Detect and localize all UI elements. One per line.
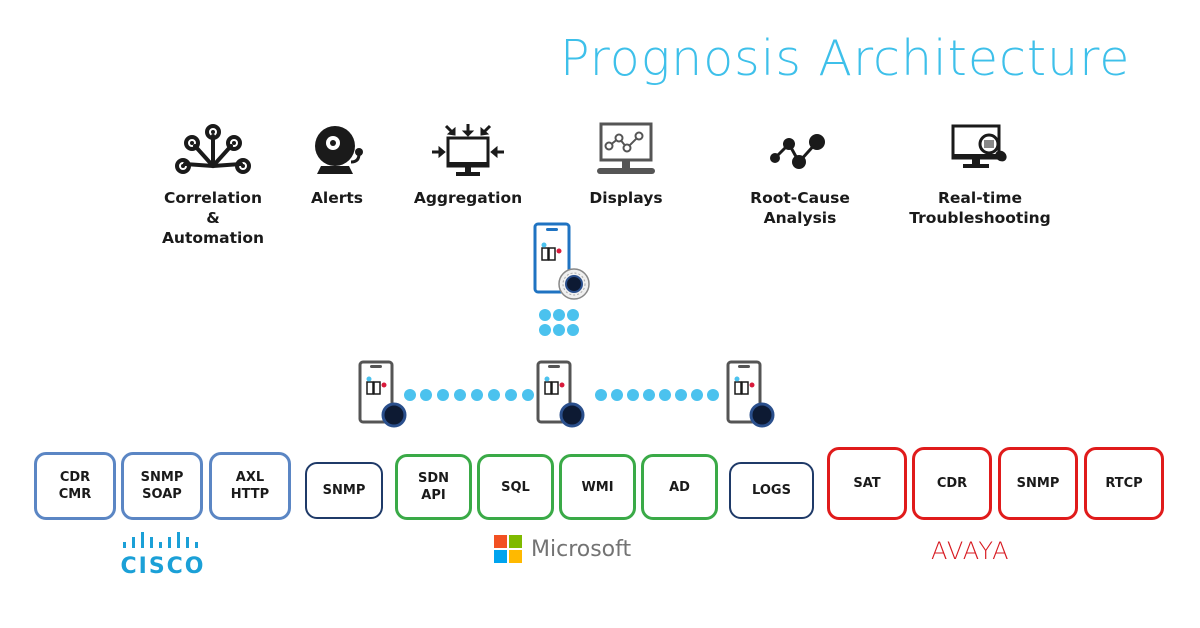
protocol-box-ms-ad: AD (641, 454, 718, 520)
protocol-label: CDR (936, 476, 968, 491)
protocol-box-ms-wmi: WMI (559, 454, 636, 520)
feature-label: Root-Cause Analysis (750, 189, 850, 227)
monitor-arrows-in-icon (432, 124, 504, 176)
protocol-box-avaya-sat: SAT (827, 447, 907, 520)
protocol-box-avaya-rtcp: RTCP (1084, 447, 1164, 520)
bell-icon (315, 126, 363, 174)
cisco-logo: CISCO (118, 532, 208, 579)
protocol-box-cisco-axl-http: AXL HTTP (209, 452, 291, 520)
feature-label: Real-time Troubleshooting (909, 189, 1051, 227)
connector-dot (539, 324, 551, 336)
connector-dot (659, 389, 671, 401)
feature-label: Displays (589, 189, 663, 207)
connector-dot (420, 389, 432, 401)
central-server-device-icon (533, 222, 590, 300)
connector-dot (505, 389, 517, 401)
protocol-label: SNMP SOAP (140, 470, 184, 502)
microsoft-squares-icon (494, 535, 522, 563)
microsoft-logo: Microsoft (494, 535, 631, 564)
connected-nodes-icon (770, 134, 825, 169)
connector-dot (611, 389, 623, 401)
connector-dot (627, 389, 639, 401)
avaya-wordmark: AVAYA (931, 537, 1010, 565)
protocol-box-ms-sdn-api: SDN API (395, 454, 472, 520)
connector-dot (643, 389, 655, 401)
protocol-box-ms-sql: SQL (477, 454, 554, 520)
protocol-label: CDR CMR (58, 470, 92, 502)
protocol-box-cisco-snmp-soap: SNMP SOAP (121, 452, 203, 520)
connector-dot (454, 389, 466, 401)
connector-dot (691, 389, 703, 401)
protocol-label: LOGS (752, 483, 791, 498)
avaya-logo: AVAYA (931, 537, 1010, 565)
connector-dot (675, 389, 687, 401)
protocol-label: SDN API (417, 471, 450, 503)
cisco-bars-icon (123, 532, 198, 548)
monitor-line-chart-icon (597, 122, 655, 174)
feature-label: Correlation & Automation (161, 189, 265, 247)
protocol-box-snmp: SNMP (305, 462, 383, 519)
protocol-label: AD (669, 479, 690, 495)
protocol-label: SNMP (1016, 476, 1060, 491)
connector-dot (522, 389, 534, 401)
microsoft-wordmark: Microsoft (531, 537, 632, 562)
protocol-box-avaya-cdr: CDR (912, 447, 992, 520)
protocol-label: WMI (581, 479, 614, 495)
feature-correlation-automation: Correlation & Automation (133, 122, 293, 248)
page-title: Prognosis Architecture (560, 30, 1131, 87)
connector-dot (595, 389, 607, 401)
connector-dot (567, 309, 579, 321)
protocol-box-cisco-cdr-cmr: CDR CMR (34, 452, 116, 520)
collector-device-right-icon (726, 360, 775, 428)
protocol-label: SQL (501, 479, 530, 495)
feature-aggregation: Aggregation (388, 122, 548, 208)
cisco-wordmark: CISCO (120, 554, 206, 579)
protocol-box-avaya-snmp: SNMP (998, 447, 1078, 520)
protocol-label: SAT (853, 476, 881, 491)
connector-dot (539, 309, 551, 321)
connector-dot (553, 324, 565, 336)
collector-device-left-icon (358, 360, 407, 428)
connector-dot (567, 324, 579, 336)
connector-dot (404, 389, 416, 401)
feature-root-cause-analysis: Root-Cause Analysis (720, 122, 880, 228)
protocol-label: SNMP (322, 483, 366, 498)
feature-alerts: Alerts (257, 122, 417, 208)
connector-dot (553, 309, 565, 321)
connector-dot (707, 389, 719, 401)
connector-dot (471, 389, 483, 401)
protocol-label: RTCP (1105, 476, 1143, 491)
connector-dot (437, 389, 449, 401)
feature-label: Aggregation (413, 189, 523, 207)
feature-displays: Displays (546, 122, 706, 208)
connector-dot (488, 389, 500, 401)
protocol-box-logs: LOGS (729, 462, 814, 519)
monitor-magnifier-icon (951, 124, 1007, 168)
feature-real-time-troubleshooting: Real-time Troubleshooting (900, 122, 1060, 228)
collector-device-center-icon (536, 360, 585, 428)
network-branch-icon (175, 124, 251, 174)
protocol-label: AXL HTTP (230, 470, 270, 502)
feature-label: Alerts (310, 189, 364, 207)
